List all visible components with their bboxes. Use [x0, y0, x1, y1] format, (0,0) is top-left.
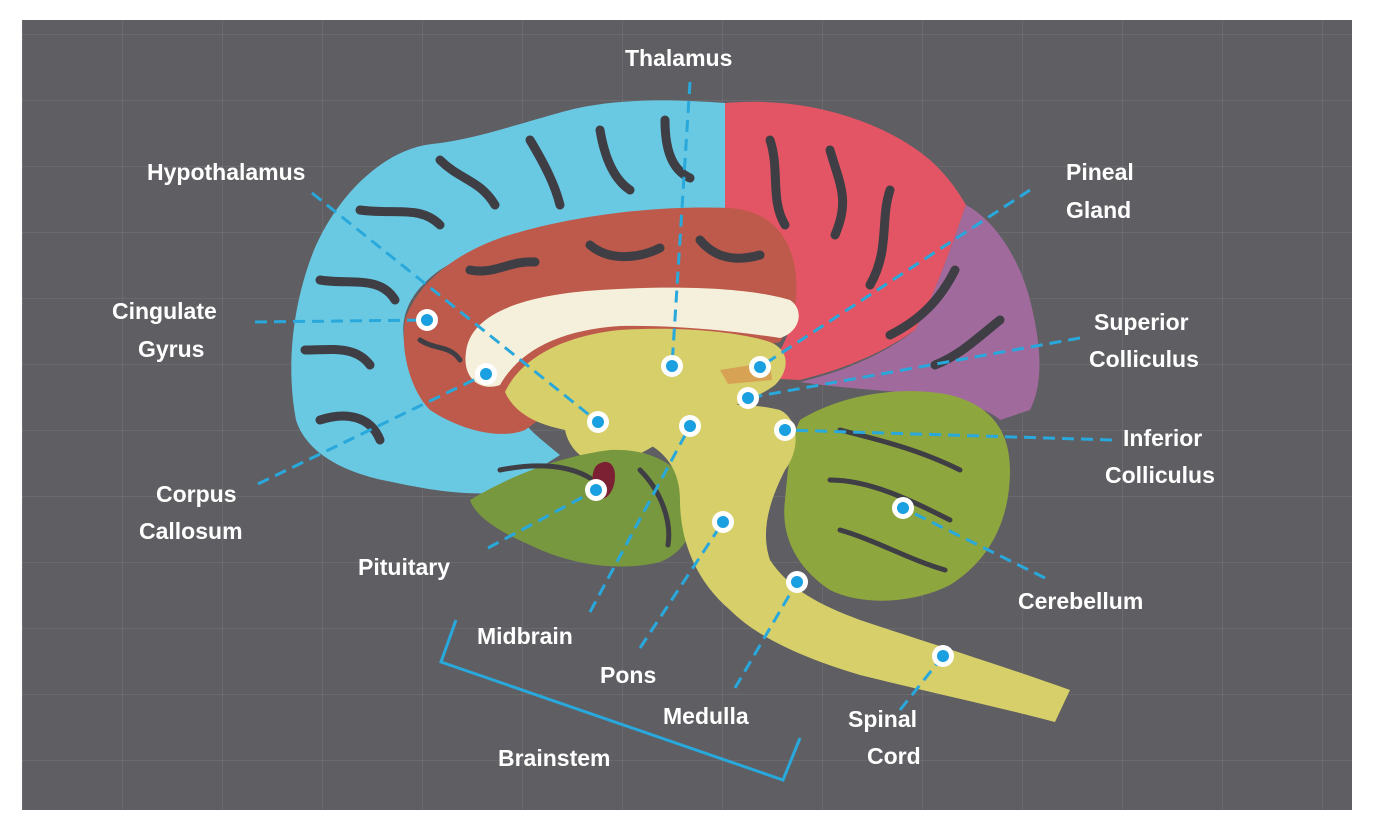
leader-midbrain — [588, 425, 692, 613]
label-midbrain: Midbrain — [477, 623, 573, 649]
leader-pons — [638, 521, 725, 649]
leader-corpus — [257, 372, 487, 486]
marker-hypothalamus — [587, 411, 609, 433]
leader-lines — [254, 81, 1113, 782]
label-pineal-line1: Pineal — [1066, 159, 1134, 185]
marker-thalamus — [661, 355, 683, 377]
label-hypothalamus: Hypothalamus — [147, 159, 305, 185]
corpus-callosum-region — [465, 287, 799, 387]
leader-pineal — [759, 188, 1031, 369]
label-corpus-line1: Corpus — [156, 481, 237, 507]
label-pineal-line2: Gland — [1066, 197, 1131, 223]
marker-inferior — [774, 419, 796, 441]
frontal-lobe-region — [291, 100, 725, 494]
marker-medulla — [786, 571, 808, 593]
label-spinal-line2: Cord — [867, 743, 921, 769]
label-pituitary: Pituitary — [358, 554, 450, 580]
leader-hypothalamus — [311, 191, 599, 424]
marker-midbrain — [679, 415, 701, 437]
label-superior-line2: Colliculus — [1089, 346, 1199, 372]
label-cingulate-line1: Cingulate — [112, 298, 217, 324]
marker-cerebellum — [892, 497, 914, 519]
brainstem-bracket — [439, 619, 802, 782]
leader-inferior — [784, 428, 1113, 442]
marker-dots — [416, 309, 954, 667]
brain-regions — [291, 100, 1070, 722]
leader-cingulate — [254, 318, 428, 324]
label-spinal-line1: Spinal — [848, 706, 917, 732]
label-corpus-line2: Callosum — [139, 518, 243, 544]
marker-pineal — [749, 356, 771, 378]
brain-folds — [300, 115, 1005, 573]
label-thalamus: Thalamus — [625, 45, 732, 71]
label-cingulate-line2: Gyrus — [138, 336, 204, 362]
leader-pituitary — [487, 488, 597, 550]
label-cerebellum: Cerebellum — [1018, 588, 1143, 614]
label-superior-line1: Superior — [1094, 309, 1189, 335]
leader-medulla — [733, 581, 799, 689]
marker-corpus — [475, 363, 497, 385]
marker-pons — [712, 511, 734, 533]
marker-spinal-cord — [932, 645, 954, 667]
occipital-lobe-region — [800, 205, 1040, 420]
leader-cerebellum — [902, 506, 1046, 580]
marker-superior — [737, 387, 759, 409]
diencephalon-region — [505, 328, 786, 466]
temporal-area-region — [470, 449, 694, 567]
label-inferior-line2: Colliculus — [1105, 462, 1215, 488]
label-medulla: Medulla — [663, 703, 749, 729]
label-inferior-line1: Inferior — [1123, 425, 1202, 451]
marker-cingulate — [416, 309, 438, 331]
label-pons: Pons — [600, 662, 656, 688]
leader-spinal-cord — [898, 655, 945, 711]
leader-thalamus — [670, 81, 692, 367]
brainstem-region — [640, 404, 1070, 722]
parietal-lobe-region — [725, 101, 966, 380]
marker-pituitary — [585, 479, 607, 501]
label-brainstem: Brainstem — [498, 745, 610, 771]
labels: Thalamus Hypothalamus Pineal Gland Cingu… — [112, 45, 1215, 771]
